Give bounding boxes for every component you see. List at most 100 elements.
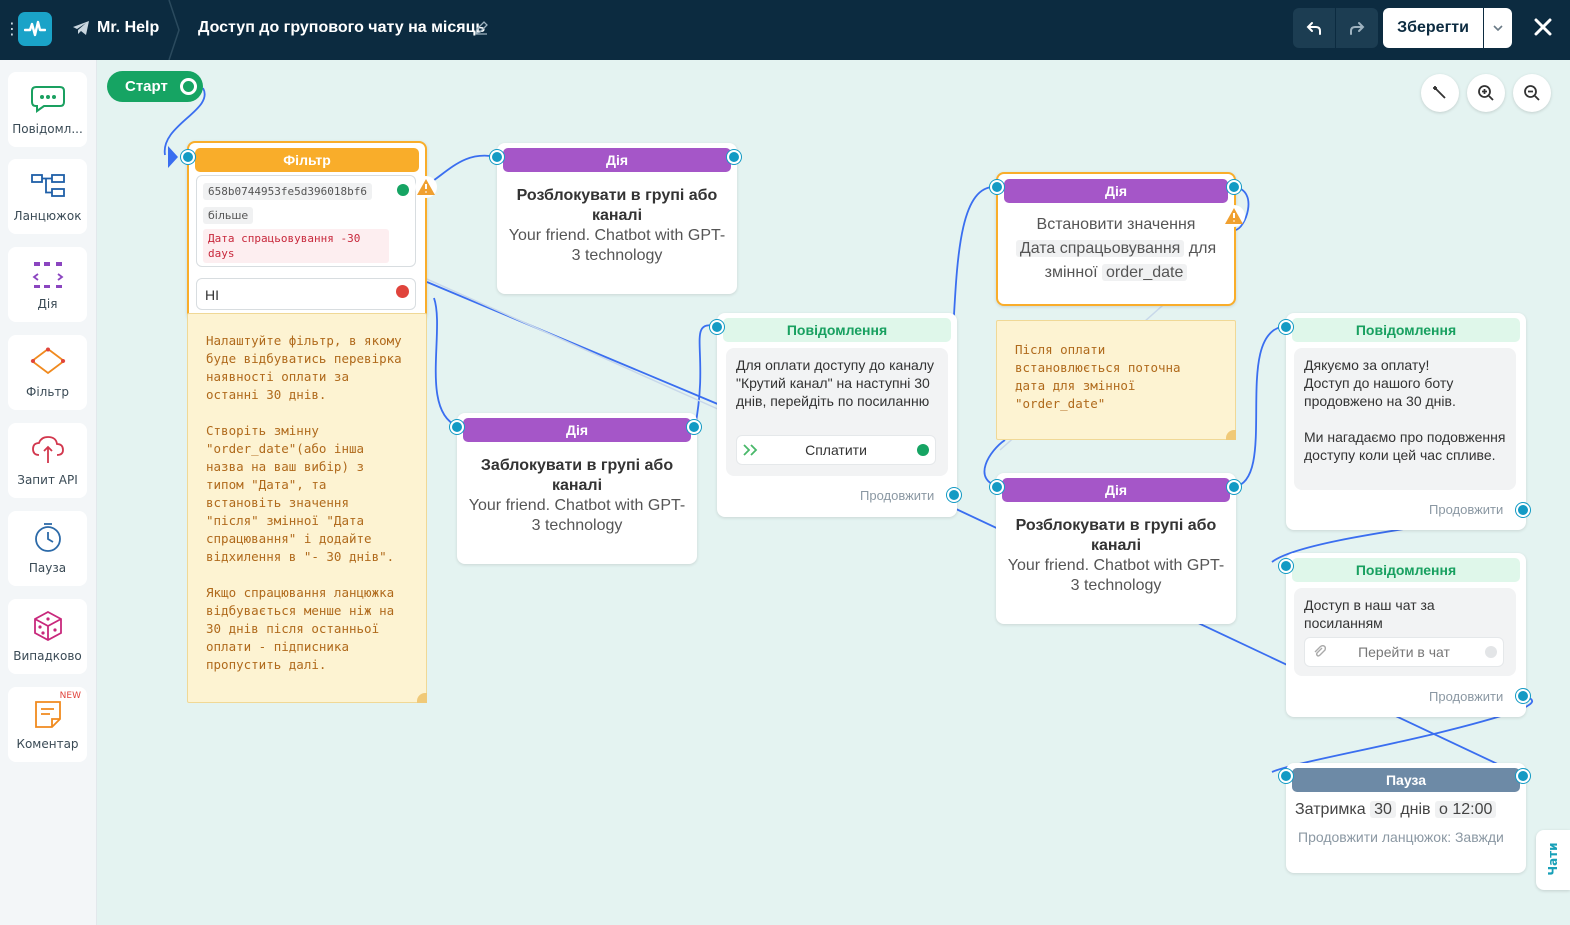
continue-label: Продовжити bbox=[1429, 502, 1504, 517]
message-node-link[interactable]: Повідомлення Доступ в наш чат за посилан… bbox=[1286, 553, 1526, 717]
message-input-port[interactable] bbox=[1279, 320, 1293, 334]
continue-port[interactable] bbox=[947, 488, 961, 502]
action-output-port[interactable] bbox=[1227, 180, 1241, 194]
set-variable-description: Встановити значення Дата спрацьовування … bbox=[1008, 213, 1224, 285]
message-node-title: Повідомлення bbox=[1292, 318, 1520, 342]
message-node-pay[interactable]: Повідомлення Для оплати доступу до канал… bbox=[717, 313, 957, 517]
action-output-port[interactable] bbox=[1227, 480, 1241, 494]
filter-icon bbox=[30, 347, 66, 375]
action-node-title: Дія bbox=[463, 418, 691, 442]
message-icon bbox=[31, 86, 65, 113]
condition-yes-port[interactable] bbox=[397, 184, 409, 196]
redo-button[interactable] bbox=[1336, 8, 1378, 48]
action-target: Your friend. Chatbot with GPT-3 technolo… bbox=[468, 497, 686, 534]
chats-panel-tab[interactable]: Чати bbox=[1536, 830, 1570, 890]
undo-button[interactable] bbox=[1293, 8, 1335, 48]
action-name: Розблокувати в групі або каналі bbox=[1015, 517, 1217, 554]
continue-port[interactable] bbox=[1516, 503, 1530, 517]
no-branch-port[interactable] bbox=[396, 285, 409, 298]
chevron-down-icon bbox=[1493, 25, 1503, 31]
zoom-in-icon bbox=[1478, 85, 1494, 101]
start-output-port[interactable] bbox=[180, 78, 197, 95]
delay-time: о 12:00 bbox=[1435, 801, 1497, 818]
link-start-filter bbox=[164, 87, 206, 156]
condition-variable: 658b0744953fe5d396018bf6 bbox=[203, 183, 372, 200]
pause-node-title: Пауза bbox=[1292, 768, 1520, 792]
action-node-title: Дія bbox=[503, 148, 731, 172]
action-output-port[interactable] bbox=[727, 150, 741, 164]
undo-icon bbox=[1306, 22, 1321, 35]
continue-label: Продовжити bbox=[860, 488, 935, 503]
new-badge: NEW bbox=[59, 691, 81, 701]
condition-value: Дата спрацьовування -30 days bbox=[203, 229, 389, 263]
message-node-thanks[interactable]: Повідомлення Дякуємо за оплату! Доступ д… bbox=[1286, 313, 1526, 530]
filter-input-port[interactable] bbox=[181, 150, 195, 164]
zoom-in-button[interactable] bbox=[1467, 74, 1505, 112]
action-input-port[interactable] bbox=[490, 150, 504, 164]
filter-no-branch[interactable]: НІ bbox=[196, 278, 416, 310]
magic-wand-icon bbox=[1433, 86, 1446, 99]
dice-icon bbox=[34, 611, 62, 641]
breadcrumb-separator bbox=[168, 0, 180, 60]
link-yes-message bbox=[426, 281, 721, 406]
delay-value: 30 bbox=[1370, 801, 1396, 818]
palette-item-message[interactable]: Повідомл... bbox=[8, 72, 87, 147]
palette-item-random[interactable]: Випадково bbox=[8, 599, 87, 674]
palette-item-pause[interactable]: Пауза bbox=[8, 511, 87, 586]
bot-name[interactable]: Mr. Help bbox=[97, 19, 160, 36]
chat-link-port[interactable] bbox=[1485, 646, 1497, 658]
api-icon bbox=[32, 436, 64, 463]
app-logo[interactable] bbox=[18, 12, 52, 46]
action-node-unblock-2[interactable]: Дія Розблокувати в групі або каналі Your… bbox=[996, 473, 1236, 624]
chain-icon bbox=[31, 174, 65, 197]
chat-link-button[interactable]: Перейти в чат bbox=[1304, 637, 1504, 667]
message-node-title: Повідомлення bbox=[723, 318, 951, 342]
palette-item-chain[interactable]: Ланцюжок bbox=[8, 159, 87, 234]
block-palette: Повідомл... Ланцюжок Дія Фільтр Запит AP… bbox=[0, 60, 97, 925]
message-input-port[interactable] bbox=[1279, 559, 1293, 573]
for-word: для bbox=[1188, 240, 1217, 257]
delay-unit: днів bbox=[1400, 801, 1431, 818]
action-output-port[interactable] bbox=[687, 420, 701, 434]
zoom-out-icon bbox=[1524, 85, 1540, 101]
pause-output-port[interactable] bbox=[1516, 769, 1530, 783]
pause-node[interactable]: Пауза Затримка 30 днів о 12:00 Продовжит… bbox=[1286, 763, 1526, 873]
palette-item-api[interactable]: Запит API bbox=[8, 423, 87, 498]
magic-tool-button[interactable] bbox=[1421, 74, 1459, 112]
paperclip-icon bbox=[1314, 645, 1327, 657]
set-variable-comment-note[interactable]: Після оплати встановлюється поточна дата… bbox=[996, 320, 1236, 440]
action-name: Розблокувати в групі або каналі bbox=[516, 187, 718, 224]
link-no-block bbox=[433, 297, 458, 427]
zoom-out-button[interactable] bbox=[1513, 74, 1551, 112]
pay-button[interactable]: Сплатити bbox=[736, 435, 936, 465]
action-input-port[interactable] bbox=[450, 420, 464, 434]
palette-item-filter[interactable]: Фільтр bbox=[8, 335, 87, 410]
telegram-icon bbox=[73, 21, 89, 35]
filter-comment-note[interactable]: Налаштуйте фільтр, в якому буде відбуват… bbox=[187, 313, 427, 703]
link-link-pause bbox=[1271, 695, 1534, 773]
start-node[interactable]: Старт bbox=[107, 71, 203, 102]
edit-icon[interactable] bbox=[474, 21, 488, 35]
palette-item-action[interactable]: Дія bbox=[8, 247, 87, 322]
warning-icon bbox=[1223, 205, 1245, 227]
continue-port[interactable] bbox=[1516, 689, 1530, 703]
action-input-port[interactable] bbox=[990, 480, 1004, 494]
action-node-block[interactable]: Дія Заблокувати в групі або каналі Your … bbox=[457, 413, 697, 564]
action-input-port[interactable] bbox=[990, 180, 1004, 194]
filter-node-title: Фільтр bbox=[195, 148, 419, 172]
palette-item-comment[interactable]: NEW Коментар bbox=[8, 687, 87, 762]
flow-title[interactable]: Доступ до групового чату на місяць bbox=[198, 19, 486, 36]
action-node-unblock[interactable]: Дія Розблокувати в групі або каналі Your… bbox=[497, 143, 737, 294]
note-resize-handle[interactable] bbox=[417, 693, 427, 703]
pay-button-port[interactable] bbox=[917, 444, 929, 456]
close-button[interactable] bbox=[1528, 12, 1558, 42]
save-button[interactable]: Зберегти bbox=[1383, 8, 1483, 48]
message-input-port[interactable] bbox=[710, 320, 724, 334]
action-node-title: Дія bbox=[1004, 179, 1228, 203]
filter-condition[interactable]: 658b0744953fe5d396018bf6 більше Дата спр… bbox=[196, 175, 416, 267]
note-resize-handle[interactable] bbox=[1226, 430, 1236, 440]
start-label: Старт bbox=[125, 78, 168, 95]
action-node-set-variable[interactable]: Дія Встановити значення Дата спрацьовува… bbox=[996, 172, 1236, 306]
save-options-dropdown[interactable] bbox=[1484, 8, 1512, 48]
pause-input-port[interactable] bbox=[1279, 769, 1293, 783]
